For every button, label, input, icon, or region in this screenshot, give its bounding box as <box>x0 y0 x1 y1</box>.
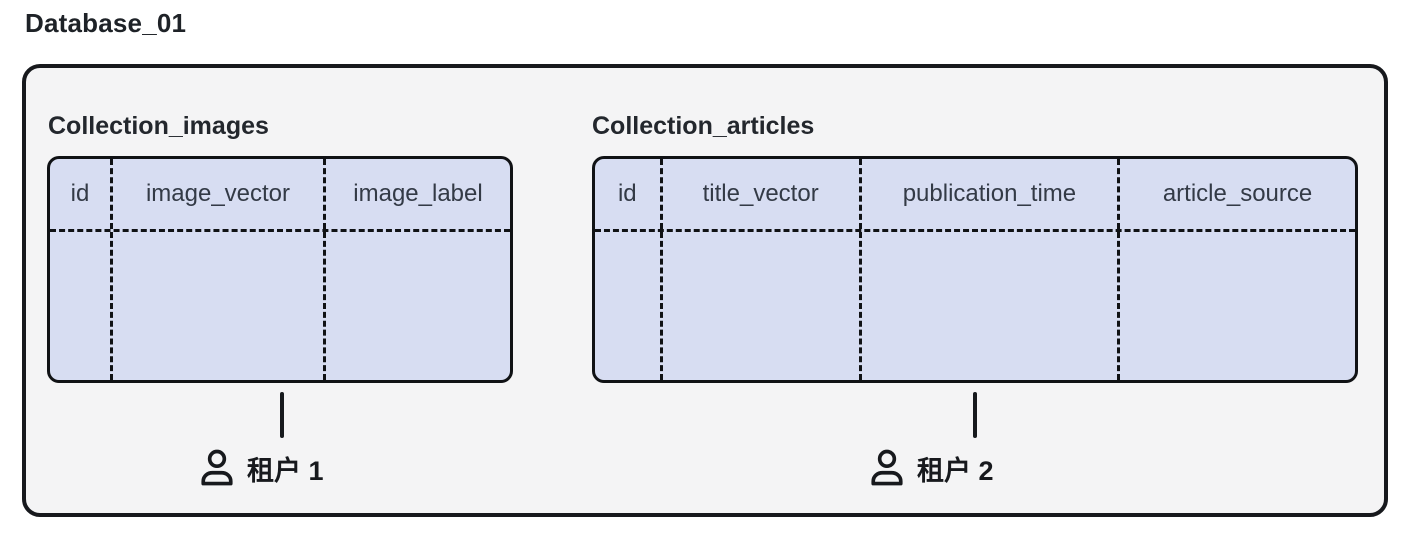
table-header-row: id image_vector image_label <box>50 159 510 232</box>
header-cell-title-vector: title_vector <box>663 159 862 229</box>
header-cell-image-vector: image_vector <box>113 159 326 229</box>
collection-images-title: Collection_images <box>48 112 269 140</box>
tenant2-label: 租户 2 <box>917 455 994 486</box>
database-title: Database_01 <box>25 8 187 38</box>
collection-articles-table: id title_vector publication_time article… <box>592 156 1358 383</box>
body-cell <box>663 232 862 380</box>
header-cell-id: id <box>595 159 663 229</box>
tenant2-group: 租户 2 <box>865 446 994 490</box>
body-cell <box>1120 232 1355 380</box>
person-icon <box>201 449 233 486</box>
table-body-row <box>50 232 510 380</box>
header-cell-publication-time: publication_time <box>862 159 1121 229</box>
header-cell-image-label: image_label <box>353 180 483 207</box>
tenant1-group: 租户 1 <box>195 446 324 490</box>
tenant1-connector-line <box>280 392 284 438</box>
person-icon <box>871 449 903 486</box>
body-cell <box>326 232 510 380</box>
table-header-row: id title_vector publication_time article… <box>595 159 1355 232</box>
collection-images-table: id image_vector image_label <box>47 156 513 383</box>
header-cell-id: id <box>50 159 114 229</box>
tenant2-connector-line <box>973 392 977 438</box>
collection-articles-title: Collection_articles <box>592 112 815 140</box>
body-cell <box>50 232 114 380</box>
body-cell <box>862 232 1121 380</box>
header-cell-article-source: article_source <box>1162 180 1313 207</box>
database-container: Collection_images id image_vector image_… <box>22 64 1388 517</box>
body-cell <box>113 232 326 380</box>
table-body-row <box>595 232 1355 380</box>
tenant1-label: 租户 1 <box>247 455 324 486</box>
body-cell <box>595 232 663 380</box>
